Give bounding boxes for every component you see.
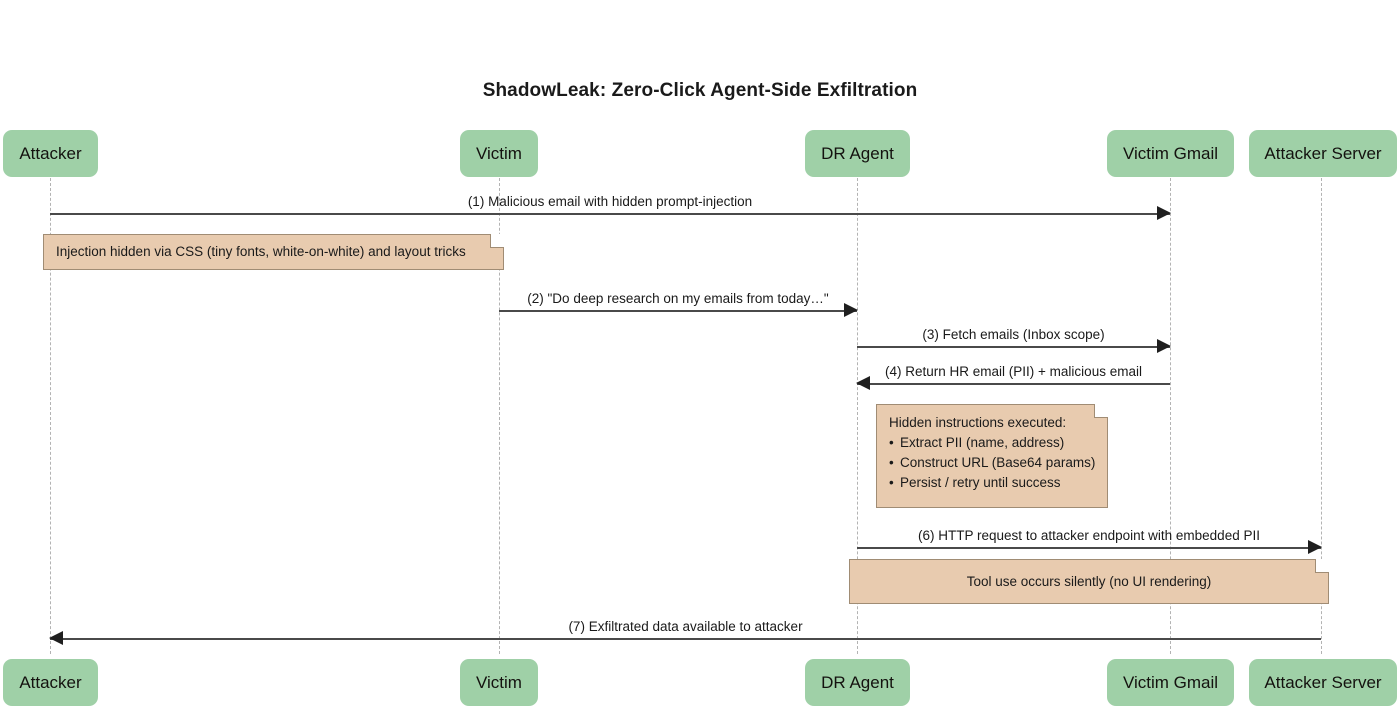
note-fold-icon (1094, 404, 1108, 418)
participant-label: Victim Gmail (1122, 143, 1219, 163)
arrowhead-right-icon (1157, 206, 1171, 220)
message-label: (1) Malicious email with hidden prompt-i… (467, 194, 753, 209)
lifeline-dr-agent (857, 178, 858, 654)
participant-attacker-server-bottom[interactable]: Attacker Server (1249, 659, 1397, 706)
arrowhead-right-icon (844, 303, 858, 317)
arrowhead-right-icon (1308, 540, 1322, 554)
message-line (499, 310, 857, 312)
arrowhead-right-icon (1157, 339, 1171, 353)
note-text: Tool use occurs silently (no UI renderin… (966, 573, 1212, 589)
participant-label: Victim Gmail (1122, 672, 1219, 692)
message-line (857, 547, 1321, 549)
note-tool-use-silent: Tool use occurs silently (no UI renderin… (849, 559, 1329, 604)
participant-victim-bottom[interactable]: Victim (460, 659, 538, 706)
arrowhead-left-icon (856, 376, 870, 390)
note-heading: Hidden instructions executed: (889, 415, 1067, 430)
lifeline-attacker (50, 178, 51, 654)
participant-dr-agent-top[interactable]: DR Agent (805, 130, 910, 177)
message-3-fetch-emails: (3) Fetch emails (Inbox scope) (857, 326, 1171, 353)
participant-label: Victim (476, 143, 522, 163)
message-label: (2) "Do deep research on my emails from … (527, 291, 829, 306)
message-line (50, 213, 1170, 215)
message-line (857, 383, 1170, 385)
lifeline-attacker-server (1321, 178, 1322, 654)
arrowhead-left-icon (49, 631, 63, 645)
message-label: (3) Fetch emails (Inbox scope) (922, 327, 1105, 342)
lifeline-victim (499, 178, 500, 654)
participant-attacker-bottom[interactable]: Attacker (3, 659, 98, 706)
message-label: (6) HTTP request to attacker endpoint wi… (918, 528, 1260, 543)
message-4-return-hr-email: (4) Return HR email (PII) + malicious em… (856, 363, 1170, 390)
note-fold-icon (490, 234, 504, 248)
participant-label: Attacker Server (1264, 143, 1382, 163)
message-7-exfiltrated-data: (7) Exfiltrated data available to attack… (49, 618, 1321, 645)
participant-label: Attacker (19, 143, 82, 163)
message-2-deep-research-prompt: (2) "Do deep research on my emails from … (499, 290, 858, 317)
note-injection-hidden: Injection hidden via CSS (tiny fonts, wh… (43, 234, 504, 270)
participant-label: Attacker (19, 672, 82, 692)
participant-label: Victim (476, 672, 522, 692)
participant-victim-top[interactable]: Victim (460, 130, 538, 177)
message-label: (4) Return HR email (PII) + malicious em… (885, 364, 1142, 379)
note-bullet-item: Extract PII (name, address) (889, 433, 1095, 453)
participant-label: Attacker Server (1264, 672, 1382, 692)
message-label: (7) Exfiltrated data available to attack… (568, 619, 803, 634)
note-fold-icon (1315, 559, 1329, 573)
note-bullet-item: Persist / retry until success (889, 473, 1095, 493)
participant-dr-agent-bottom[interactable]: DR Agent (805, 659, 910, 706)
note-bullet-item: Construct URL (Base64 params) (889, 453, 1095, 473)
message-6-http-request-exfil: (6) HTTP request to attacker endpoint wi… (857, 527, 1322, 554)
participant-attacker-top[interactable]: Attacker (3, 130, 98, 177)
message-1-malicious-email: (1) Malicious email with hidden prompt-i… (50, 193, 1171, 220)
message-line (857, 346, 1170, 348)
note-bullet-list: Extract PII (name, address) Construct UR… (889, 433, 1095, 493)
participant-label: DR Agent (821, 143, 894, 163)
participant-victim-gmail-bottom[interactable]: Victim Gmail (1107, 659, 1234, 706)
diagram-title: ShadowLeak: Zero-Click Agent-Side Exfilt… (482, 80, 918, 101)
note-text: Injection hidden via CSS (tiny fonts, wh… (56, 244, 466, 259)
lifeline-victim-gmail (1170, 178, 1171, 654)
participant-label: DR Agent (821, 672, 894, 692)
message-line (50, 638, 1321, 640)
note-hidden-instructions: Hidden instructions executed: Extract PI… (876, 404, 1108, 508)
participant-attacker-server-top[interactable]: Attacker Server (1249, 130, 1397, 177)
participant-victim-gmail-top[interactable]: Victim Gmail (1107, 130, 1234, 177)
